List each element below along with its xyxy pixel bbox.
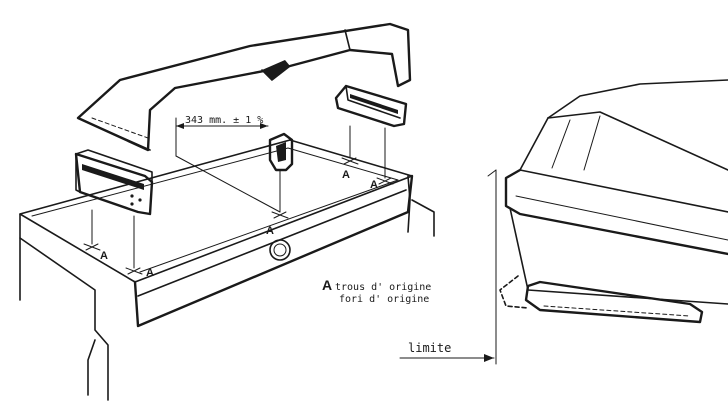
profile-trunk-edge: [504, 168, 728, 256]
hole-cross-icon: [341, 157, 359, 165]
hole-cross-icon: [376, 177, 394, 185]
center-bracket: [268, 132, 294, 172]
hole-label: A: [370, 179, 378, 191]
hole-marker: A: [370, 177, 394, 191]
profile-window-frame-2: [583, 115, 601, 171]
profile-spoiler: [524, 280, 704, 324]
hole-label: A: [100, 250, 108, 262]
left-bracket-side: [75, 153, 81, 193]
profile-window-rear: [519, 117, 549, 171]
hole-cross-icon: [271, 211, 289, 219]
right-bracket-edge: [345, 85, 401, 119]
hole-marker: A: [341, 157, 359, 181]
right-bracket: [334, 84, 408, 128]
dimension-label: 343 mm. ± 1 %: [185, 115, 263, 126]
legend-line-2: fori d' origine: [339, 294, 429, 305]
profile-spoiler-dashed-outline: [499, 275, 529, 309]
spoiler-wing: [76, 22, 412, 152]
legend: A trous d' origine fori d' origine: [322, 277, 431, 305]
profile-trunk-top: [519, 169, 728, 213]
limit-arrow-head-icon: [484, 354, 494, 362]
dimension-arrow-left-icon: [176, 123, 184, 129]
profile-window-frame: [551, 119, 571, 169]
spoiler-wing-outline: [76, 22, 412, 152]
limit-vertical-tick: [487, 169, 497, 177]
center-bracket-shade: [276, 142, 286, 162]
limit-label: limite: [408, 341, 451, 355]
hole-label: A: [342, 169, 350, 181]
center-bracket-outline: [268, 132, 294, 172]
hole-markers: A A A A A: [83, 157, 394, 279]
profile-trunk-line: [515, 195, 728, 241]
legend-line-1: trous d' origine: [335, 282, 431, 293]
profile-spoiler-dash: [543, 305, 691, 317]
car-body-bumper-edge: [87, 339, 96, 396]
left-bracket-hole: [130, 202, 134, 206]
hole-cross-icon: [83, 243, 101, 251]
trunk-lock-icon: [269, 239, 291, 261]
car-body-left-edge: [19, 213, 109, 401]
alignment-lines: [91, 117, 386, 269]
left-bracket: [74, 149, 154, 216]
hole-label: A: [266, 225, 274, 237]
profile-bumper: [509, 207, 728, 305]
profile-roof-line: [547, 79, 728, 119]
dimension-arrow-right-icon: [260, 123, 268, 129]
right-bracket-slot: [350, 94, 398, 114]
trunk-lid-rear-face: [133, 174, 414, 328]
car-body-right-side: [411, 199, 435, 237]
hole-label: A: [146, 267, 154, 279]
guide-line-diagonal: [175, 155, 281, 213]
spoiler-wing-dashed-line: [91, 117, 149, 139]
trunk-lock-inner-icon: [273, 243, 287, 257]
profile-window-bottom: [547, 111, 728, 171]
hole-marker: A: [266, 211, 289, 237]
side-profile: limite: [399, 79, 728, 365]
spoiler-wing-leading-edge: [77, 117, 151, 151]
hole-marker: A: [83, 243, 108, 262]
dimension-annotation: 343 mm. ± 1 %: [175, 115, 269, 129]
car-rear-body: [19, 175, 435, 401]
hole-cross-icon: [125, 267, 143, 275]
trunk-lid: [19, 139, 414, 328]
left-bracket-hole: [130, 194, 134, 198]
spoiler-center-mount-shadow: [262, 60, 290, 80]
hole-marker: A: [125, 267, 154, 279]
trunk-lid-inner-edge: [31, 147, 399, 273]
left-bracket-hole: [138, 198, 142, 202]
legend-letter: A: [322, 277, 332, 293]
spoiler-wing-end-plate: [344, 29, 351, 51]
spoiler-center-mount: [261, 65, 291, 81]
left-bracket-slot: [82, 164, 144, 190]
left-bracket-top: [75, 149, 153, 183]
